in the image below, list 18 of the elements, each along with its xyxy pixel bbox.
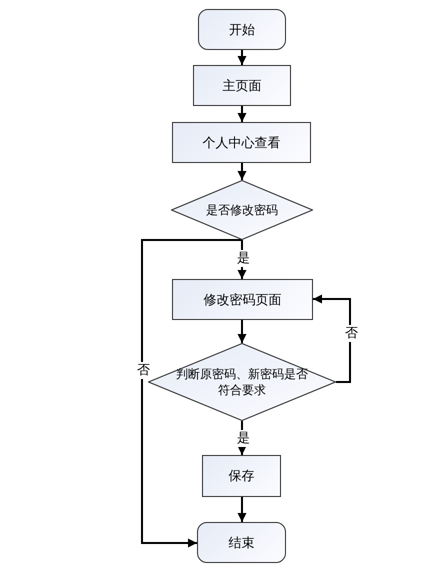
arrow [141,239,242,548]
terminal-box: 结束 [197,522,286,563]
arrow [238,50,246,65]
edge-label: 否 [136,362,151,379]
arrow [238,497,246,522]
edge-label: 是 [236,430,251,447]
arrow [238,320,246,343]
arrow [238,106,246,122]
process-box: 个人中心查看 [172,122,311,163]
edge-label: 否 [344,325,359,342]
arrow [238,163,246,180]
arrow [313,294,351,383]
terminal-box: 开始 [198,9,286,50]
edge-label: 是 [236,250,251,267]
process-box: 主页面 [193,65,291,106]
process-box: 修改密码页面 [172,279,313,320]
process-box: 保存 [202,455,281,497]
decision-diamond: 是否修改密码 [171,180,313,240]
